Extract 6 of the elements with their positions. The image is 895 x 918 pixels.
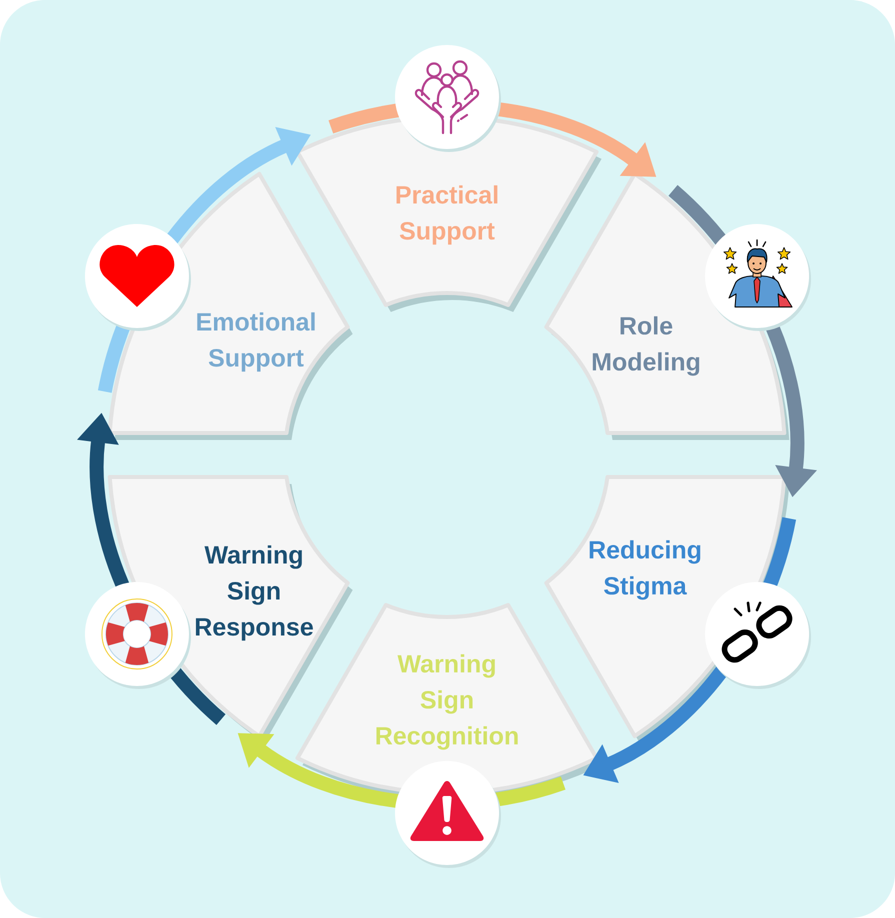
lifebuoy-icon [84, 582, 191, 689]
person-stars-icon [705, 224, 812, 331]
warning-icon [395, 761, 501, 868]
broken-chain-icon [705, 582, 812, 689]
heart-icon [84, 224, 191, 331]
family-hands-icon [395, 45, 501, 152]
